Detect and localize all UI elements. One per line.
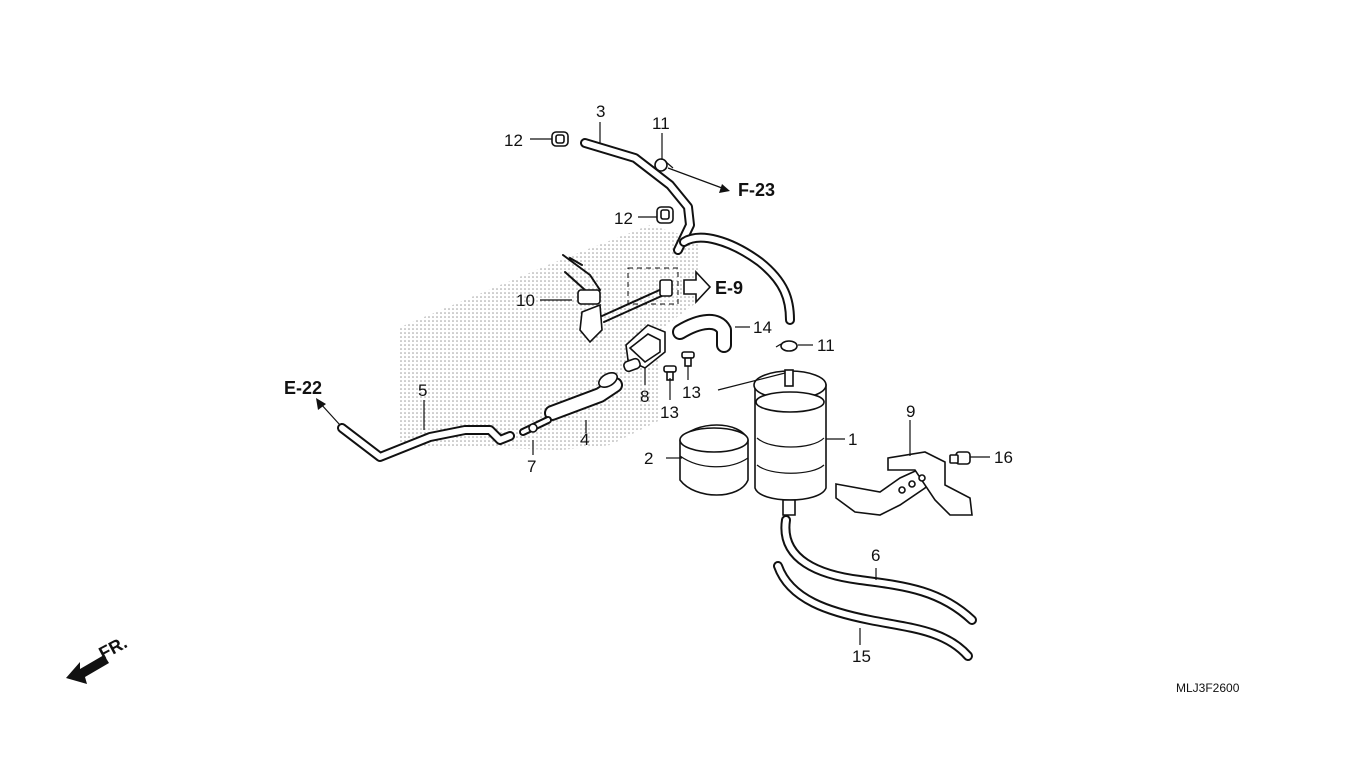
frame-silhouette: [398, 225, 700, 450]
callout-12-lower: 12: [614, 209, 633, 228]
callout-11-lower: 11: [817, 336, 835, 355]
hose-5: [337, 423, 515, 462]
ref-e9: E-9: [715, 278, 743, 298]
callout-13-a: 13: [660, 403, 679, 422]
callout-11-upper: 11: [652, 114, 670, 133]
callout-6: 6: [871, 546, 880, 565]
bracket-9: [835, 451, 973, 516]
e9-arrow-icon: [683, 269, 712, 305]
hose-15: [773, 561, 973, 661]
diagram-code: MLJ3F2600: [1176, 681, 1240, 695]
f23-arrow: [667, 167, 730, 193]
clip-12-lower: [656, 206, 674, 224]
e22-arrow: [316, 398, 341, 426]
valve-8: [623, 324, 666, 373]
callout-16: 16: [994, 448, 1013, 467]
callout-2: 2: [644, 449, 653, 468]
clip-12-upper: [551, 131, 569, 147]
clamp-11-upper: [654, 158, 674, 172]
callout-14: 14: [753, 318, 772, 337]
callout-7: 7: [527, 457, 536, 476]
hose-4: [544, 371, 623, 421]
bracket-10: [562, 254, 603, 344]
callout-1: 1: [848, 430, 857, 449]
leader-lines: [423, 122, 990, 645]
bolt-16: [949, 451, 971, 465]
callout-13-b: 13: [682, 383, 701, 402]
callout-3: 3: [596, 102, 605, 121]
joint-7: [519, 416, 552, 436]
callout-10: 10: [516, 291, 535, 310]
band-2: [679, 424, 749, 496]
ref-e22: E-22: [284, 378, 322, 398]
ref-f23: F-23: [738, 180, 775, 200]
front-arrow-icon: [66, 655, 109, 684]
callout-9: 9: [906, 402, 915, 421]
callout-15: 15: [852, 647, 871, 666]
screw-13-b: [681, 351, 695, 367]
callout-4: 4: [580, 430, 589, 449]
callout-8: 8: [640, 387, 649, 406]
clamp-11-lower: [775, 340, 798, 352]
canister-1: [753, 369, 827, 516]
hose-14: [672, 314, 732, 353]
callout-12-upper: 12: [504, 131, 523, 150]
callout-5: 5: [418, 381, 427, 400]
upper-hose: [580, 138, 795, 325]
screw-13-a: [663, 365, 677, 381]
hose-6: [780, 515, 977, 625]
bolt-e9: [601, 267, 679, 323]
